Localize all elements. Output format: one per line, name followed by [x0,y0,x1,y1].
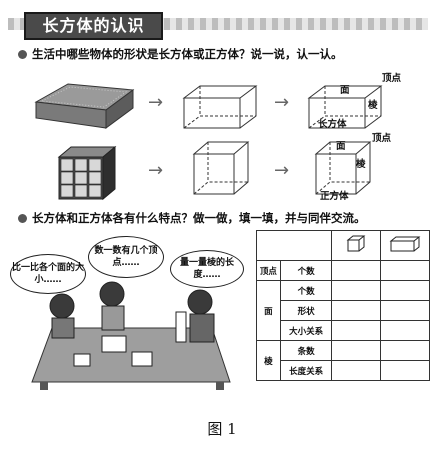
table-corner [255,230,333,261]
table-group-face: 面 [256,280,281,341]
question-1: 生活中哪些物体的形状是长方体或正方体？说一说，认一认。 [18,46,343,62]
bullet-icon [18,214,27,223]
speech-bubble-edges: 量一量棱的长度…… [170,250,244,288]
children-illustration [31,281,231,390]
arrow-icon: → [274,160,290,181]
cuboid-labeled [307,85,383,129]
bullet-icon [18,50,27,59]
arrow-icon: → [274,92,290,113]
face-label: 面 [340,85,350,96]
shape-name-cuboid: 长方体 [318,119,347,130]
vertex-label: 顶点 [372,133,392,144]
arrow-icon: → [148,92,164,113]
speech-bubble-faces: 比一比各个面的大小…… [10,254,86,294]
speech-bubble-vertices: 数一数有几个顶点…… [88,236,164,278]
table-row-label: 条数 [279,340,333,361]
box-photo [34,83,135,129]
arrow-icon: → [148,160,164,181]
table-cell-blank[interactable] [380,360,430,381]
question-2-text: 长方体和正方体各有什么特点？做一做，填一填，并与同伴交流。 [32,211,366,225]
table-row-label: 大小关系 [279,320,333,341]
table-cell-blank[interactable] [331,280,382,301]
feature-table: 顶点 个数 面 个数 形状 大小关系 棱 条数 长度关系 [255,230,430,381]
cube-labeled [314,141,372,195]
table-cell-blank[interactable] [331,260,382,281]
cube-outline [192,141,250,195]
figure-caption: 图 1 [207,420,237,438]
vertex-label: 顶点 [382,73,402,84]
edge-label: 棱 [368,100,378,111]
edge-label: 棱 [356,159,366,170]
table-cell-blank[interactable] [331,320,382,341]
lesson-title: 长方体的认识 [24,12,163,40]
table-cell-blank[interactable] [380,280,430,301]
cuboid-outline [182,85,258,129]
question-1-text: 生活中哪些物体的形状是长方体或正方体？说一说，认一认。 [32,47,343,61]
table-row-label: 长度关系 [279,360,333,381]
table-cell-blank[interactable] [380,260,430,281]
table-group-vertex: 顶点 [256,260,281,281]
cuboid-header [380,230,430,261]
table-row-label: 个数 [279,260,333,281]
table-row-label: 个数 [279,280,333,301]
table-cell-blank[interactable] [331,340,382,361]
table-cell-blank[interactable] [380,340,430,361]
cuboid-icon [389,236,421,252]
face-label: 面 [336,141,346,152]
table-cell-blank[interactable] [331,360,382,381]
shape-name-cube: 正方体 [320,191,349,202]
table-row-label: 形状 [279,300,333,321]
rubiks-cube-photo [57,145,117,201]
table-cell-blank[interactable] [331,300,382,321]
cube-header [331,230,382,261]
table-cell-blank[interactable] [380,300,430,321]
table-group-edge: 棱 [256,340,281,381]
table-cell-blank[interactable] [380,320,430,341]
question-2: 长方体和正方体各有什么特点？做一做，填一填，并与同伴交流。 [18,210,366,226]
cube-icon [346,235,366,252]
